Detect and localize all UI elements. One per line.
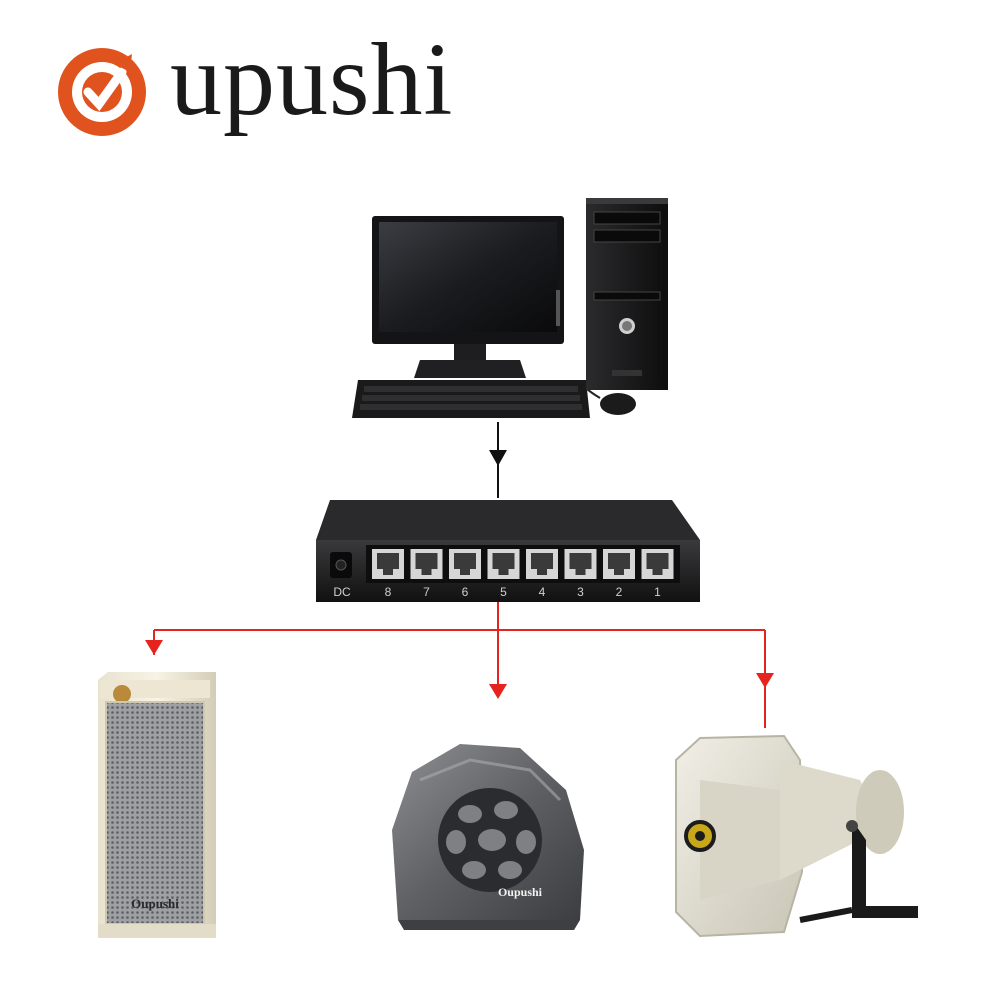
switch-port-number: 1	[654, 585, 661, 599]
switch-port-socket	[492, 553, 515, 575]
switch-port-number: 8	[385, 585, 392, 599]
switch-port-socket	[608, 553, 630, 575]
switch-port-number: 3	[577, 585, 584, 599]
switch-port-socket	[377, 553, 399, 575]
mouse	[585, 387, 636, 415]
switch-port-number: 4	[539, 585, 546, 599]
switch-port-socket	[569, 553, 592, 575]
keyboard	[352, 380, 590, 418]
column-speaker-brand: Oupushi	[131, 896, 179, 911]
rock-speaker-brand: Oupushi	[498, 885, 543, 899]
switch-port-socket	[531, 553, 553, 575]
arrow-down-icon	[145, 640, 163, 655]
switch-port-socket	[646, 553, 669, 575]
column-speaker: Oupushi	[98, 672, 216, 938]
monitor	[372, 216, 564, 378]
arrow-down-icon	[489, 450, 507, 466]
switch-port-number: 2	[616, 585, 623, 599]
switch-dc-label: DC	[333, 585, 351, 599]
brand-logo-icon	[58, 48, 146, 136]
computer-tower	[586, 198, 668, 390]
switch-port-number: 6	[462, 585, 469, 599]
rock-speaker: Oupushi	[392, 744, 584, 930]
arrow-down-icon	[756, 673, 774, 688]
switch-port-socket	[454, 553, 476, 575]
switch-port-number: 5	[500, 585, 507, 599]
network-switch: DC 8 7 6 5 4 3 2 1	[316, 500, 700, 602]
speaker-links	[153, 602, 766, 728]
switch-port-number: 7	[423, 585, 430, 599]
switch-port-socket	[415, 553, 438, 575]
horn-speaker	[675, 734, 918, 938]
brand-name: upushi	[170, 22, 454, 137]
arrow-down-icon	[489, 684, 507, 699]
